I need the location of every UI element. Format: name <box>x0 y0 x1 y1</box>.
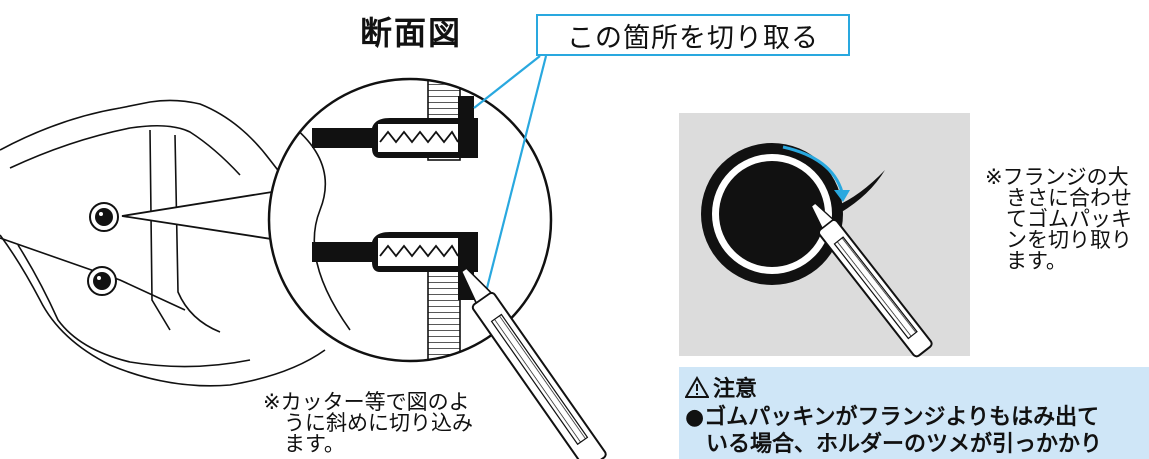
note-right-line-1: ※フランジの大 <box>985 165 1129 189</box>
zoom-pointer <box>121 190 280 242</box>
section-title: 断面図 <box>360 14 463 52</box>
note-left-line-3: ます。 <box>284 432 345 456</box>
bolt-hole-lower <box>87 266 117 296</box>
caution-box: 注意 ●ゴムパッキンがフランジよりもはみ出て いる場合、ホルダーのツメが引っかか… <box>679 367 1149 459</box>
caution-heading: 注意 <box>713 377 758 402</box>
note-cut-diagonal: ※カッター等で図のよ うに斜めに切り込み ます。 <box>263 392 473 455</box>
caution-text: ●ゴムパッキンがフランジよりもはみ出て いる場合、ホルダーのツメが引っかかり <box>685 404 1102 458</box>
caution-line-2: いる場合、ホルダーのツメが引っかかり <box>706 432 1103 457</box>
flange-photo <box>679 113 970 358</box>
caution-line-1: ●ゴムパッキンがフランジよりもはみ出て <box>685 405 1100 430</box>
note-match-flange: ※フランジの大 きさに合わせ てゴムパッキ ンを切り取り ます。 <box>985 167 1132 272</box>
toilet-body <box>0 99 326 387</box>
callout-leader-lower <box>484 55 548 293</box>
warning-triangle-icon <box>685 376 709 398</box>
callout-leader-upper <box>473 55 541 109</box>
bolt-hole-upper <box>89 202 119 232</box>
callout-label: この箇所を切り取る <box>567 22 819 54</box>
caution-header: 注意 <box>685 371 757 403</box>
note-left-line-2: うに斜めに切り込み <box>284 411 473 435</box>
note-right-line-4: ンを切り取り <box>1006 228 1132 252</box>
note-right-line-5: ます。 <box>1006 249 1067 273</box>
note-right-line-2: きさに合わせ <box>1006 186 1132 210</box>
cut-here-callout: この箇所を切り取る <box>536 14 850 56</box>
note-left-line-1: ※カッター等で図のよ <box>263 390 470 414</box>
note-right-line-3: てゴムパッキ <box>1006 207 1132 231</box>
utility-knife-left <box>460 267 607 459</box>
rotation-arrow-icon <box>782 145 844 193</box>
